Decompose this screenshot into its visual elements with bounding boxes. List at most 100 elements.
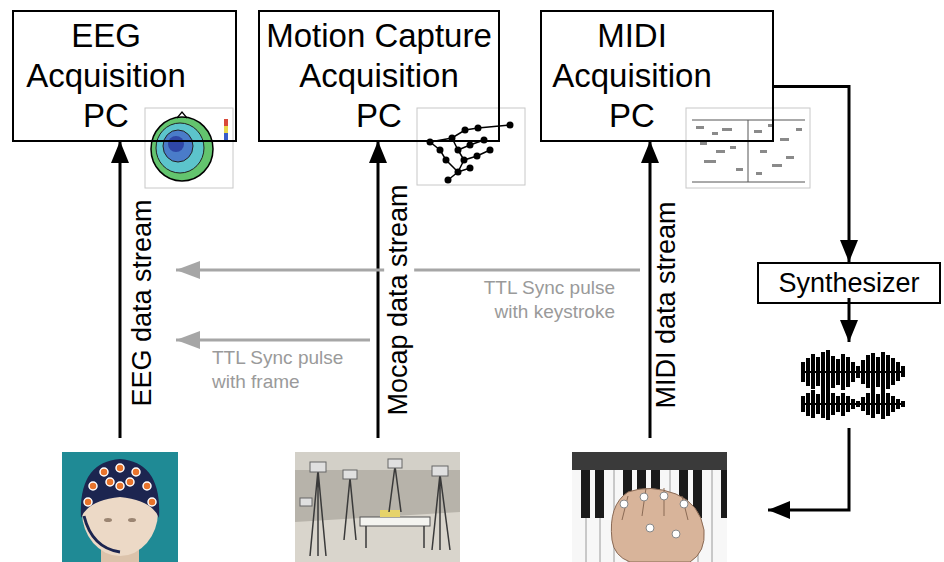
topomap-inset: [177, 112, 187, 118]
skeleton-inset: [467, 142, 474, 149]
mocap-room-photo: [310, 470, 326, 556]
piano-roll-inset: [700, 142, 707, 145]
piano-roll-inset: [786, 156, 794, 159]
skeleton-inset: [461, 157, 468, 164]
piano-roll-inset: [696, 126, 704, 129]
mocap-room-photo: [380, 510, 400, 517]
piano-roll-inset: [736, 168, 743, 171]
piano-roll-inset: [704, 160, 716, 163]
skeleton-inset: [445, 177, 452, 184]
keyboard-photo: [620, 492, 688, 538]
topomap-inset: [156, 123, 204, 173]
keyboard-photo: [581, 470, 590, 518]
piano-roll-inset: [772, 164, 782, 167]
piano-roll-inset: [696, 124, 802, 175]
skeleton-inset: [427, 122, 514, 184]
topomap-inset: [145, 108, 233, 188]
eeg-cap-photo: [126, 478, 134, 486]
skeleton-inset: [455, 169, 462, 176]
mocap-room-photo: [344, 478, 356, 540]
keyboard-photo: [680, 500, 688, 508]
topomap-inset: [224, 133, 228, 140]
mocap-room-photo: [295, 452, 460, 562]
data-stream-arrow: [119, 141, 122, 438]
eeg-cap-photo: [128, 518, 136, 522]
eeg-cap-photo: [84, 464, 156, 506]
eeg-cap-photo: [132, 468, 140, 476]
skeleton-inset: [443, 157, 450, 164]
mocap-room-photo: [310, 462, 326, 472]
synthesizer-box: Synthesizer: [757, 262, 941, 304]
piano-roll-inset: [796, 128, 802, 131]
mocap-room-photo: [366, 526, 424, 548]
topomap-inset: [156, 123, 204, 173]
eeg-cap-photo: [143, 482, 151, 490]
stream-label: Mocap data stream: [384, 180, 414, 419]
node-text: Synthesizer: [778, 268, 919, 298]
piano-roll-inset: [722, 128, 732, 131]
keyboard-photo: [572, 452, 727, 562]
keyboard-photo: [646, 524, 654, 532]
topomap-inset: [163, 130, 193, 162]
sync-pulse-arrow: [176, 339, 370, 342]
topomap-inset: [151, 117, 213, 181]
topomap-inset: [224, 126, 228, 133]
node-text: Motion Capture Acquisition PC: [266, 16, 492, 136]
keyboard-photo: [586, 470, 712, 562]
sync-label: TTL Sync pulse with frame: [212, 346, 367, 394]
skeleton-inset: [462, 127, 469, 134]
pc-box: Motion Capture Acquisition PC: [258, 10, 500, 142]
keyboard-photo: [572, 452, 727, 562]
data-stream-arrow: [377, 141, 380, 438]
mocap-room-photo: [300, 459, 448, 506]
mocap-room-photo: [389, 466, 401, 512]
audio-feedback-arrow: [768, 428, 849, 510]
eeg-cap-photo: [100, 468, 108, 476]
keyboard-photo: [620, 500, 628, 508]
piano-roll-inset: [716, 150, 725, 153]
skeleton-inset: [474, 153, 481, 160]
keyboard-photo: [595, 470, 604, 518]
eeg-cap-photo: [84, 498, 92, 506]
eeg-cap-photo: [148, 498, 156, 506]
eeg-cap-photo: [62, 452, 178, 562]
keyboard-photo: [672, 530, 680, 538]
skeleton-inset: [475, 125, 482, 132]
skeleton-inset: [417, 108, 525, 185]
keyboard-photo: [721, 470, 727, 518]
mocap-room-photo: [300, 498, 312, 506]
piano-roll-inset: [692, 120, 805, 182]
keyboard-photo: [611, 488, 704, 562]
skeleton-inset: [487, 147, 494, 154]
topomap-inset: [224, 119, 228, 126]
eeg-cap-photo: [89, 482, 97, 490]
mocap-room-photo: [432, 474, 450, 550]
sync-label: TTL Sync pulse with keystroke: [460, 276, 615, 324]
mocap-room-photo: [310, 466, 450, 556]
piano-roll-inset: [760, 150, 767, 153]
skeleton-inset: [455, 147, 462, 154]
node-text: EEG Acquisition PC: [26, 16, 186, 136]
eeg-cap-photo: [62, 452, 178, 562]
stream-label: EEG data stream: [128, 195, 158, 410]
audio-waveform: [801, 372, 905, 404]
stream-label: MIDI data stream: [651, 201, 681, 408]
topomap-inset: [151, 117, 213, 181]
piano-roll-inset: [754, 130, 762, 133]
mocap-room-photo: [432, 466, 448, 476]
data-stream-arrow: [120, 141, 650, 438]
skeleton-inset: [427, 139, 434, 146]
piano-roll-inset: [756, 172, 762, 175]
mocap-room-photo: [360, 517, 430, 526]
eeg-cap-photo: [116, 464, 124, 472]
data-stream-arrow: [649, 141, 652, 438]
topomap-inset: [168, 136, 184, 152]
keyboard-photo: [572, 452, 727, 470]
skeleton-inset: [507, 122, 514, 129]
skeleton-inset: [467, 165, 474, 172]
skeleton-inset: [437, 147, 444, 154]
sync-label: TTL Sync pulse with keystroke: [484, 277, 615, 322]
pc-box: MIDI Acquisition PC: [540, 10, 774, 142]
topomap-inset: [163, 130, 193, 162]
